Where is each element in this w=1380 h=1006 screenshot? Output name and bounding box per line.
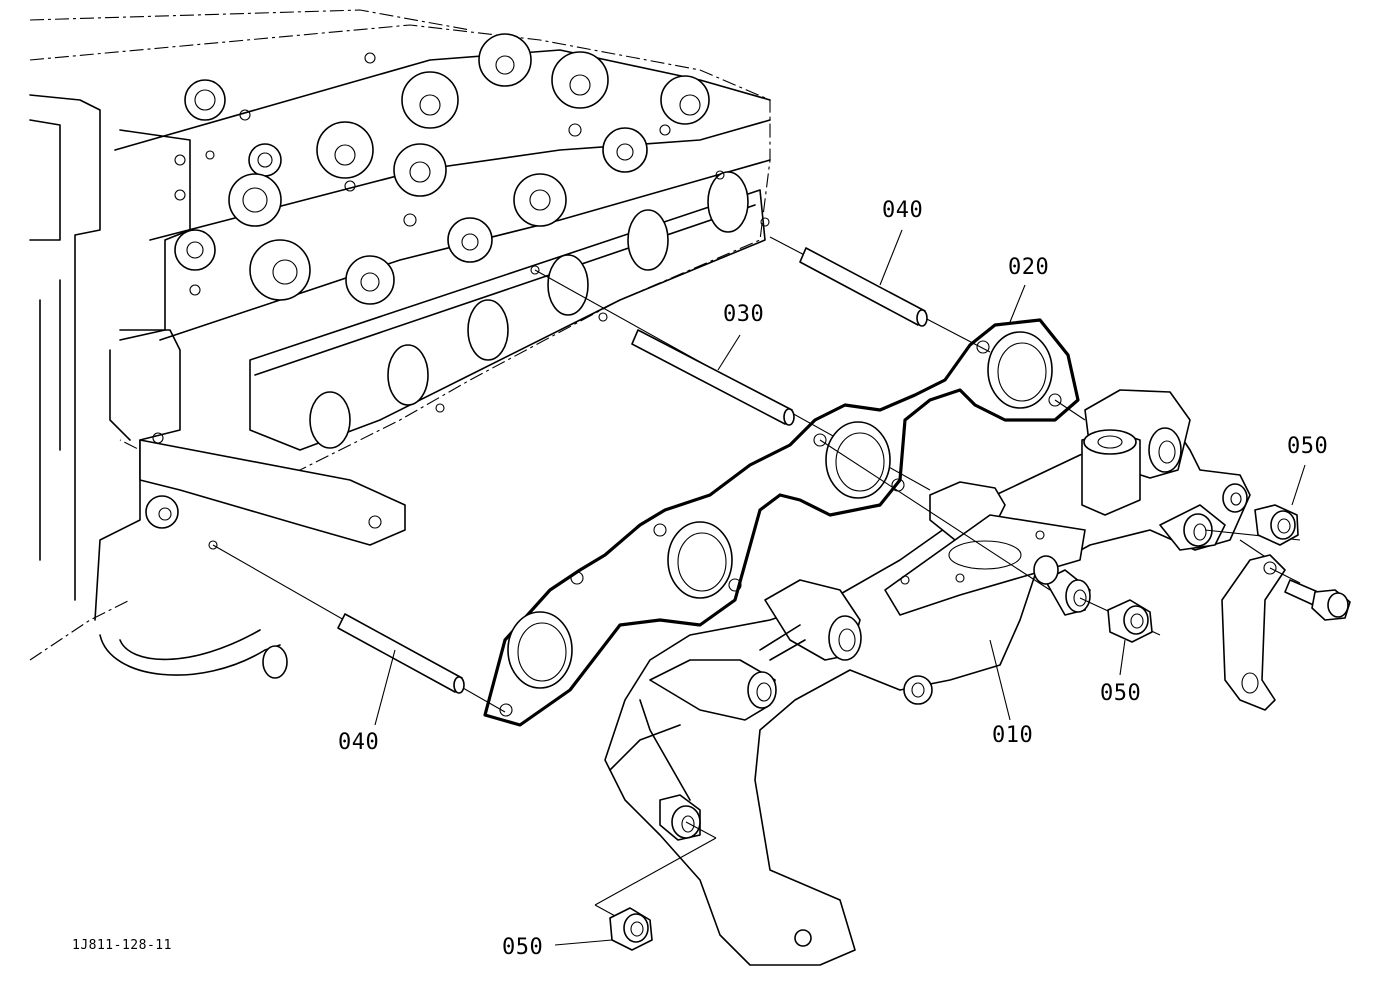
callout-leaders [374,229,1306,946]
callout-040-upper: 040 [882,198,924,223]
callout-050-mid: 050 [1100,681,1142,706]
callout-050-right: 050 [1287,434,1329,459]
bolt-right [1284,579,1351,621]
callout-050-bottom: 050 [502,935,544,960]
callout-020: 020 [1008,255,1050,280]
nut-050-right [1204,504,1301,546]
callout-010: 010 [992,723,1034,748]
bracket-right [1221,539,1301,711]
gasket-020 [483,318,1080,727]
nut-050-bottom [594,821,717,951]
cylinder-head [29,9,771,471]
callout-030: 030 [723,302,765,327]
stud-040-lower [212,544,506,713]
drawing-number: 1J811-128-11 [72,938,172,953]
engine-block-side [29,94,406,679]
exhaust-manifold-010 [604,389,1251,966]
callout-040-lower: 040 [338,730,380,755]
nut-050-mid [1079,597,1161,643]
stud-040-upper [769,236,991,353]
